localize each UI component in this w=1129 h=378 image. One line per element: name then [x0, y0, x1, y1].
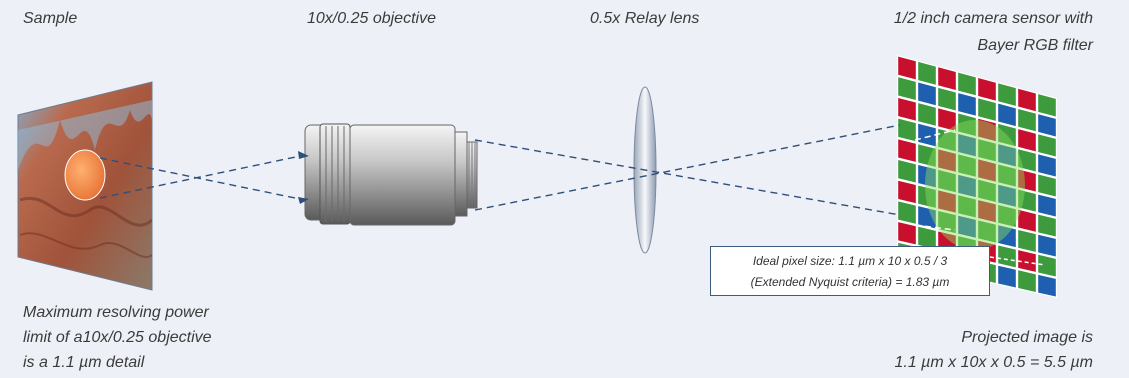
bayer-pixel	[958, 113, 976, 137]
bayer-pixel	[918, 206, 936, 229]
bayer-pixel	[978, 179, 996, 202]
bayer-pixel	[998, 225, 1016, 248]
bayer-pixel	[938, 128, 956, 152]
bayer-pixel	[958, 154, 976, 177]
bayer-pixel	[998, 83, 1016, 106]
bayer-pixel	[918, 82, 936, 106]
bayer-pixel	[1018, 129, 1036, 152]
bayer-pixel	[1018, 108, 1036, 132]
bayer-pixel	[898, 201, 916, 224]
bayer-pixel	[898, 222, 916, 245]
bayer-pixel	[958, 195, 976, 218]
bayer-pixel	[998, 123, 1016, 147]
bayer-pixel	[918, 226, 936, 249]
relay-lens-label: 0.5x Relay lens	[590, 10, 700, 27]
bayer-pixel	[978, 200, 996, 223]
bayer-pixel	[1018, 169, 1036, 192]
optical-path-diagram	[17, 55, 1057, 298]
bayer-pixel	[1018, 189, 1036, 212]
sample-image	[17, 81, 153, 291]
bayer-pixel	[998, 265, 1016, 288]
bayer-pixel	[1038, 194, 1056, 217]
bayer-pixel	[938, 210, 956, 234]
bayer-pixel	[978, 159, 996, 182]
bayer-pixel	[978, 118, 996, 142]
bayer-pixel	[958, 72, 976, 96]
bayer-pixel	[958, 133, 976, 157]
bayer-pixel	[898, 118, 916, 142]
bayer-pixel	[918, 103, 936, 126]
resolved-spot	[64, 149, 106, 201]
bayer-pixel	[918, 144, 936, 167]
objective-shape	[304, 123, 478, 226]
bayer-pixel	[998, 204, 1016, 227]
bayer-sensor	[897, 55, 1057, 298]
bayer-pixel	[978, 220, 996, 243]
bayer-pixel	[1038, 154, 1056, 177]
bayer-pixel	[898, 77, 916, 101]
bayer-pixel	[998, 245, 1016, 268]
sensor-label-line2: Bayer RGB filter	[977, 37, 1093, 54]
bayer-pixel	[1018, 250, 1036, 272]
resolving-power-line2: limit of a10x/0.25 objective	[23, 329, 212, 346]
bayer-pixel	[1038, 274, 1056, 297]
light-rays	[99, 124, 901, 216]
bayer-pixel	[1018, 149, 1036, 172]
bayer-pixel	[978, 98, 996, 121]
bayer-pixel	[1038, 134, 1056, 157]
bayer-pixel	[938, 149, 956, 172]
bayer-pixel	[998, 103, 1016, 127]
bayer-pixel	[898, 97, 916, 121]
objective-label: 10x/0.25 objective	[307, 10, 436, 27]
bayer-pixel	[958, 93, 976, 116]
bayer-pixel	[998, 164, 1016, 187]
bayer-pixel	[1038, 254, 1056, 277]
bayer-pixel	[898, 180, 916, 204]
bayer-pixel	[958, 174, 976, 198]
bayer-pixel	[1018, 209, 1036, 232]
bayer-pixel	[998, 184, 1016, 207]
projected-image-line1: Projected image is	[961, 329, 1093, 346]
sample-label: Sample	[23, 10, 78, 27]
projected-image-line2: 1.1 µm x 10x x 0.5 = 5.5 µm	[894, 354, 1093, 371]
bayer-pixel	[938, 190, 956, 213]
bayer-pixel	[898, 160, 916, 183]
resolving-power-line3: is a 1.1 µm detail	[23, 354, 145, 371]
bayer-pixel	[998, 144, 1016, 167]
bayer-pixel	[1018, 88, 1036, 112]
bayer-pixel	[898, 56, 916, 80]
pixel-size-callout: Ideal pixel size: 1.1 µm x 10 x 0.5 / 3 …	[710, 246, 990, 296]
bayer-pixel	[1038, 214, 1056, 237]
bayer-pixel	[938, 87, 956, 111]
bayer-pixel	[1018, 229, 1036, 252]
bayer-pixel	[898, 139, 916, 162]
bayer-pixel	[1038, 174, 1056, 197]
sensor-label-line1: 1/2 inch camera sensor with	[893, 10, 1093, 27]
projected-spot	[925, 120, 1025, 250]
bayer-pixel	[978, 139, 996, 162]
bayer-pixel	[978, 78, 996, 101]
bayer-pixel	[938, 108, 956, 131]
bayer-pixel	[1038, 234, 1056, 257]
bayer-pixel	[918, 61, 936, 85]
sensor-frame	[897, 55, 1057, 298]
bayer-pixel	[918, 185, 936, 208]
bayer-pixel	[938, 67, 956, 91]
callout-line2: (Extended Nyquist criteria) = 1.83 µm	[750, 275, 950, 289]
sensor-pointer-rays	[914, 129, 1046, 266]
resolving-power-line1: Maximum resolving power	[23, 304, 209, 321]
bayer-pixel	[918, 123, 936, 147]
callout-line1: Ideal pixel size: 1.1 µm x 10 x 0.5 / 3	[752, 254, 948, 268]
bayer-pixel	[1038, 114, 1056, 137]
bayer-pixel	[938, 169, 956, 193]
bayer-pixel	[1038, 94, 1056, 117]
bayer-pixel	[958, 215, 976, 238]
bayer-pixel	[1018, 270, 1036, 293]
bayer-pixel	[918, 164, 936, 188]
